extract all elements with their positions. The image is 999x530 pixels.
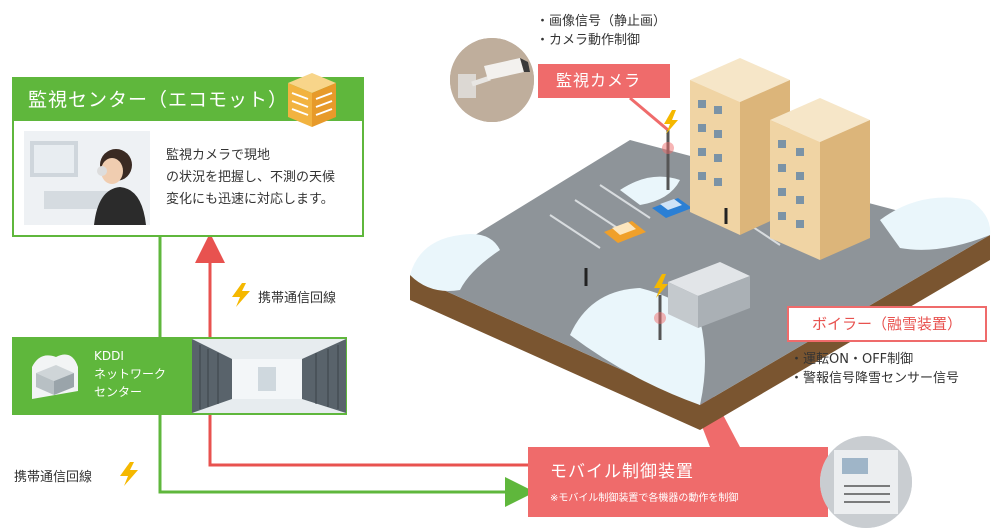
kddi-label-line: KDDI [94, 349, 124, 363]
lightning-icon [118, 462, 140, 490]
monitoring-center-description: 監視カメラで現地 の状況を把握し、不測の天候 変化にも迅速に対応します。 [166, 145, 356, 211]
camera-label: 監視カメラ [538, 64, 670, 98]
mobile-line-label-lower: 携帯通信回線 [14, 470, 93, 485]
description-line: 変化にも迅速に対応します。 [166, 192, 334, 207]
mobile-device-signal [654, 312, 666, 324]
ground-slab-side [410, 235, 990, 430]
building-front-icon [770, 98, 870, 260]
boiler-unit-icon [668, 262, 750, 328]
car-blue-icon [652, 198, 692, 218]
kddi-label-line: ネットワーク [94, 367, 167, 381]
operator-photo [24, 131, 150, 225]
isometric-site-illustration [410, 58, 991, 430]
red-line-mobile-to-center [195, 233, 528, 467]
snow-bank-right [880, 197, 991, 250]
description-line: 監視カメラで現地 [166, 148, 271, 163]
snow-bank-middle [620, 176, 680, 205]
snow-bank-left [410, 234, 500, 291]
boiler-label: ボイラー（融雪装置） [787, 306, 987, 342]
network-cloud-icon [22, 347, 84, 409]
snow-bank-front [570, 288, 705, 405]
green-line-kddi-to-mobile [158, 415, 535, 507]
lightning-icon [654, 274, 668, 298]
mobile-control-device-title: モバイル制御装置 [550, 462, 694, 482]
kddi-label-line: センター [94, 385, 143, 399]
mobile-control-device-box: モバイル制御装置 ※モバイル制御装置で各機器の動作を制御 [528, 447, 828, 517]
camera-signal [662, 142, 674, 154]
data-center-photo [192, 339, 346, 413]
device-photo [820, 436, 912, 528]
mobile-line-label-upper: 携帯通信回線 [258, 291, 337, 306]
building-icon [282, 69, 352, 131]
monitoring-center-box: 監視センター（エコモット） 監視カメラで現地 の状況を把握し、不測の天候 変化に… [12, 73, 364, 237]
camera-bullets: ・画像信号（静止画） ・カメラ動作制御 [536, 12, 666, 50]
boiler-bullets: ・運転ON・OFF制御 ・警報信号降雪センサー信号 [790, 350, 959, 388]
lightning-icon [230, 283, 252, 311]
bullet-item: ・警報信号降雪センサー信号 [790, 371, 960, 386]
bullet-item: ・カメラ動作制御 [536, 33, 641, 48]
kddi-network-center-box: KDDI ネットワーク センター [12, 337, 347, 415]
mobile-control-device-note: ※モバイル制御装置で各機器の動作を制御 [550, 493, 739, 504]
camera-photo [450, 38, 534, 122]
bullet-item: ・運転ON・OFF制御 [790, 352, 914, 367]
bullet-item: ・画像信号（静止画） [536, 14, 667, 29]
lightning-icon [664, 110, 678, 134]
kddi-label: KDDI ネットワーク センター [94, 347, 166, 401]
red-connector-camera [629, 96, 669, 132]
car-orange-icon [604, 221, 646, 243]
description-line: の状況を把握し、不測の天候 [166, 170, 336, 185]
